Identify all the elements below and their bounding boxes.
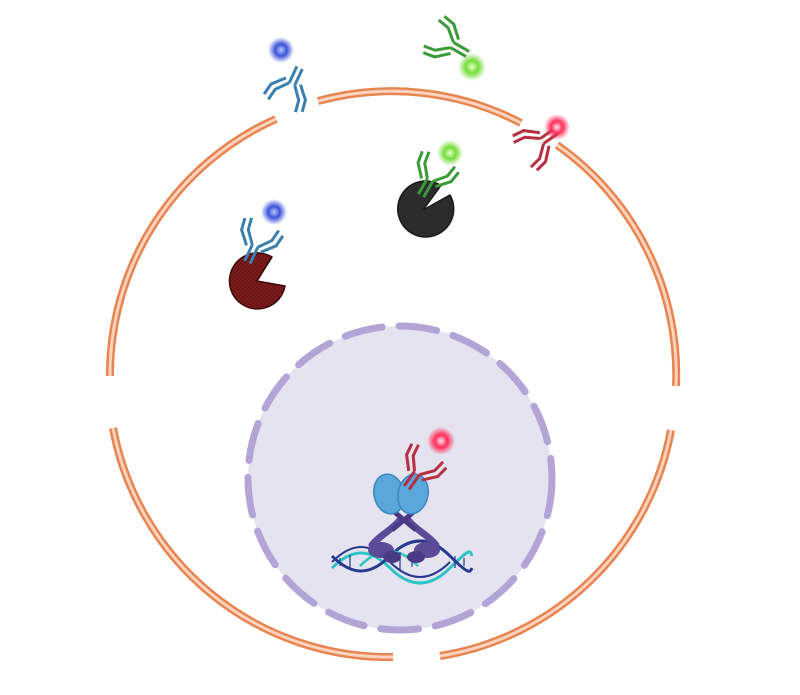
cell-membrane bbox=[105, 87, 681, 662]
fluorophore-icon bbox=[544, 114, 570, 140]
fluorophore-icon bbox=[437, 140, 463, 166]
nuclear-envelope bbox=[244, 322, 556, 634]
antibody-icon bbox=[261, 57, 321, 117]
protein-icon bbox=[228, 252, 286, 310]
fluorophore-icon bbox=[427, 427, 455, 455]
transcription-factor-icon bbox=[368, 473, 440, 563]
fluorophore-icon bbox=[261, 199, 287, 225]
membrane-segment-right bbox=[554, 141, 681, 387]
fluorophore-icon bbox=[458, 53, 486, 81]
protein-icon bbox=[397, 180, 455, 238]
fluorophore-icon bbox=[268, 37, 294, 63]
nucleus bbox=[244, 322, 556, 634]
